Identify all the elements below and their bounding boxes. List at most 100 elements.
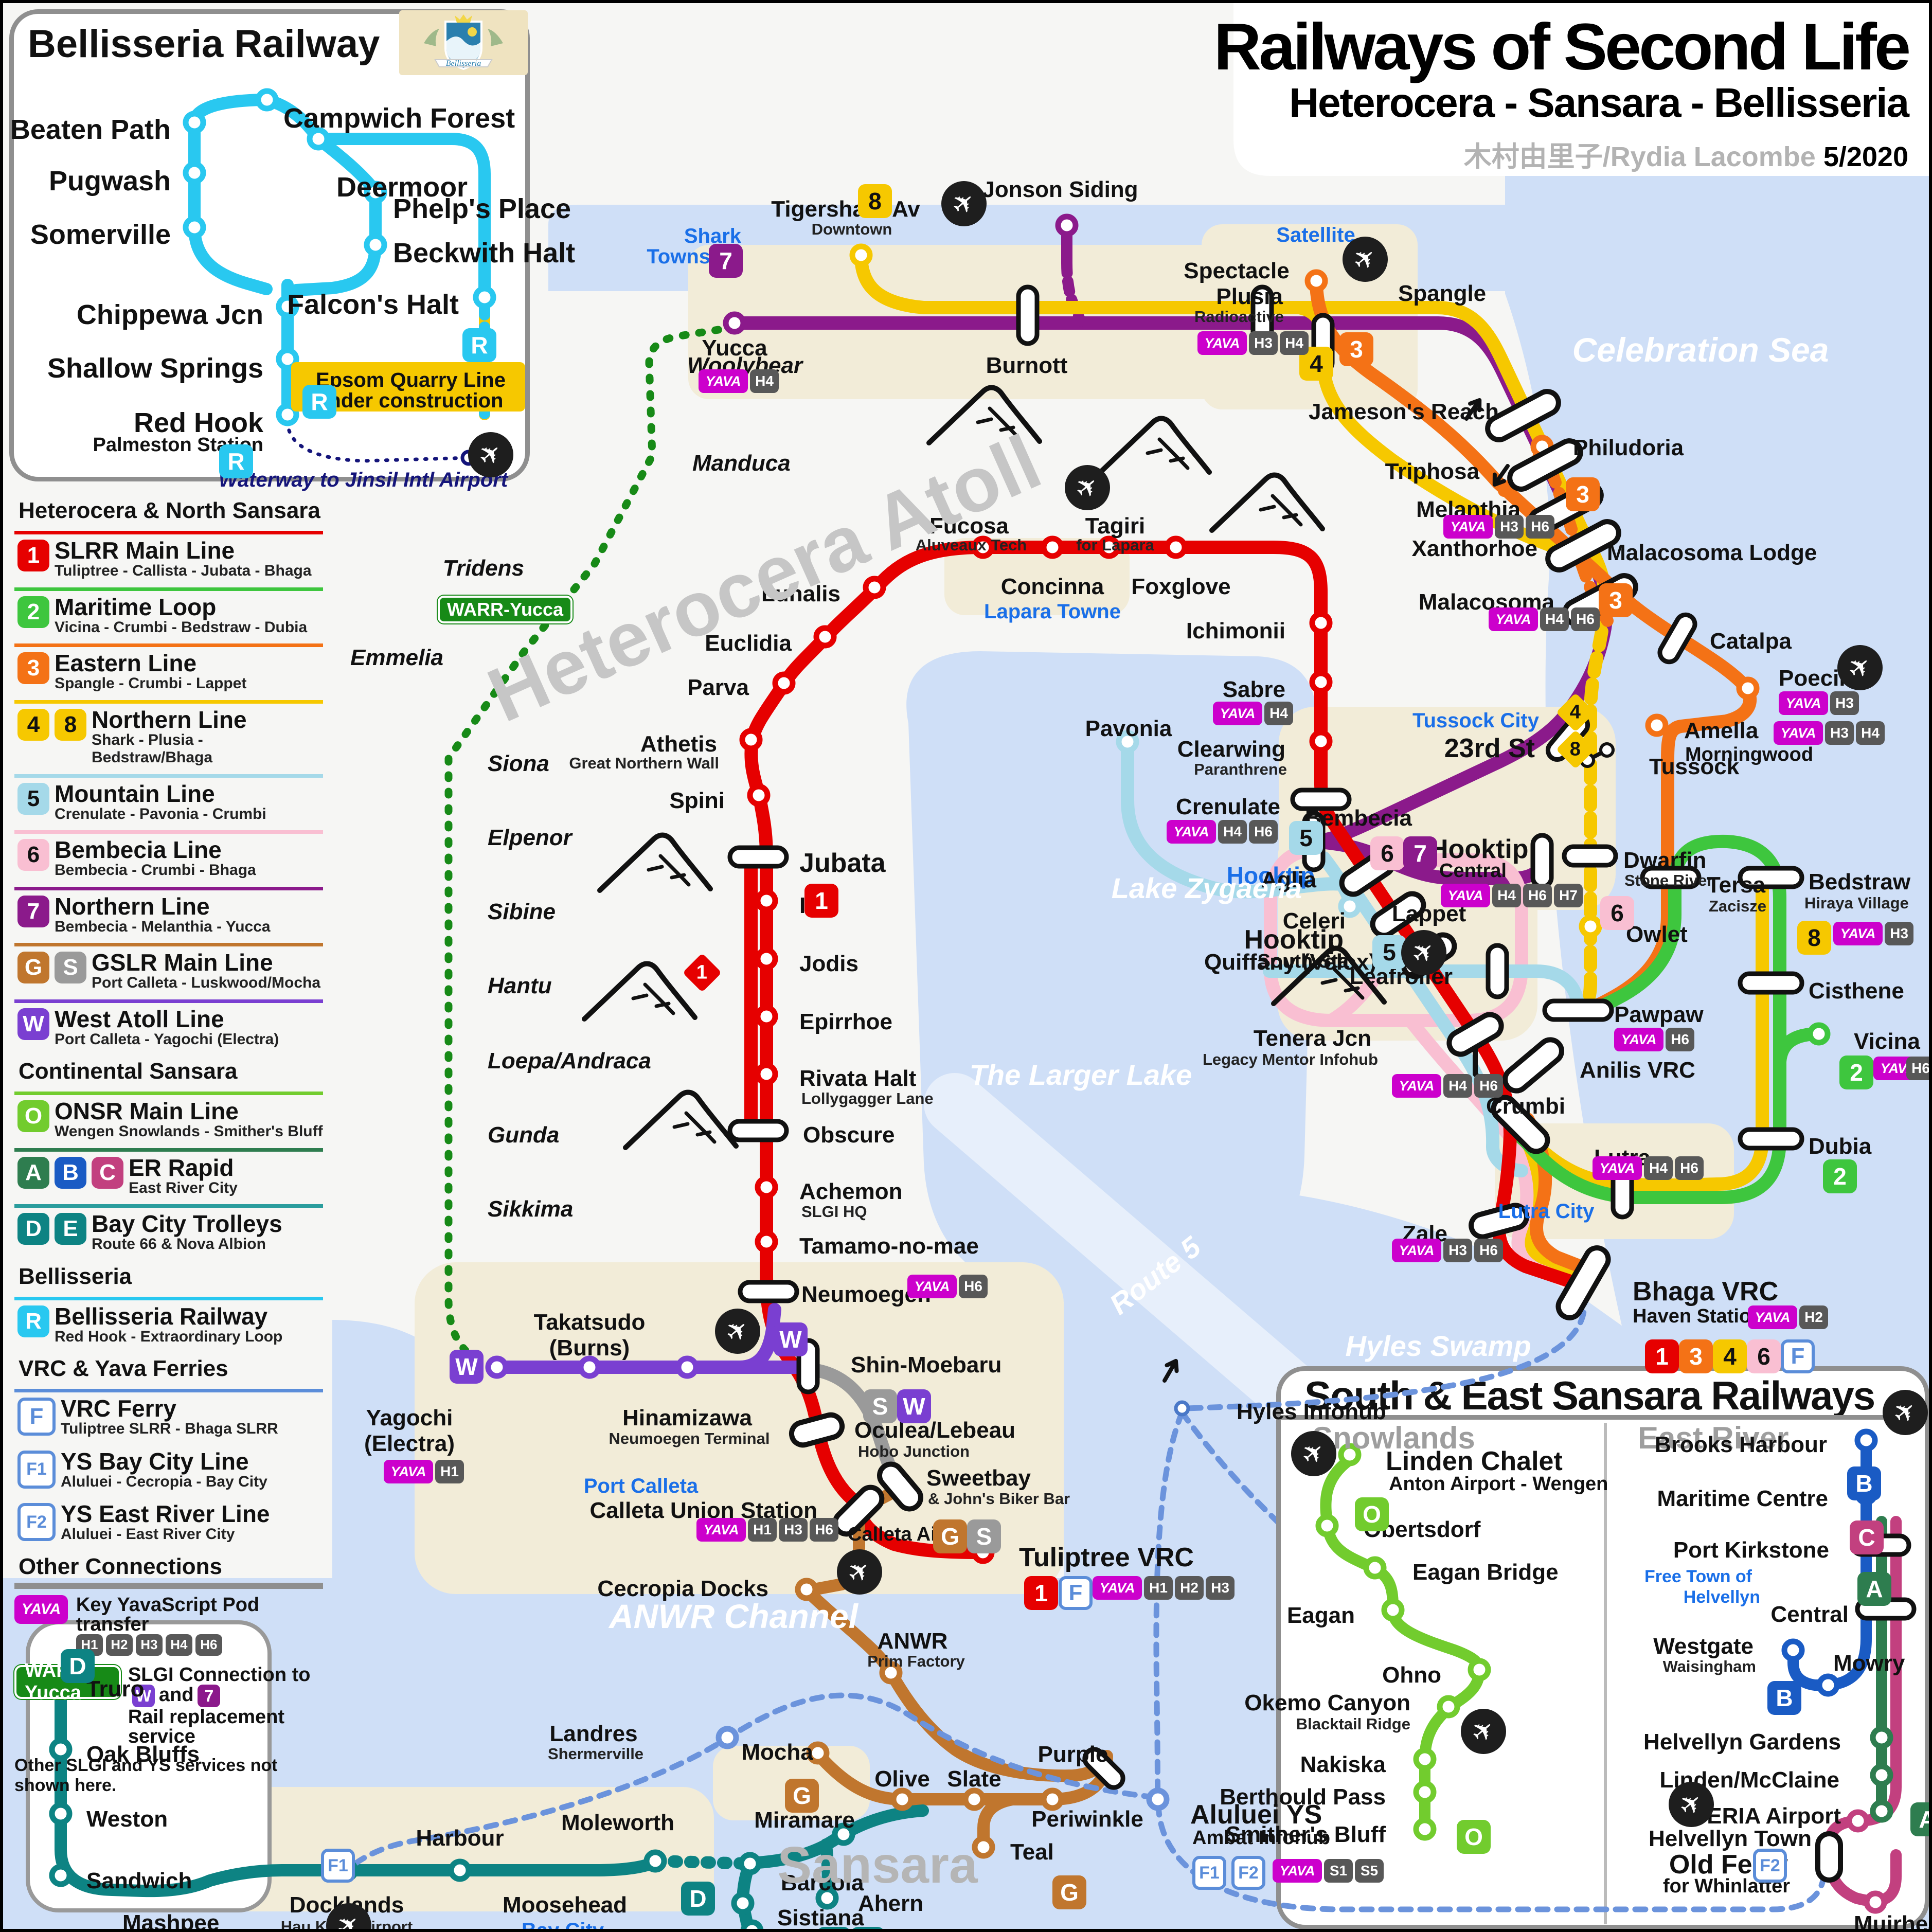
airplane-glyph: ✈ [945, 185, 982, 223]
map-label: Tridens [442, 556, 524, 581]
legend-badge-O: O [17, 1100, 49, 1132]
map-label: Tigershark Av [771, 196, 920, 222]
pod-chip-H6: H6 [1675, 1156, 1704, 1180]
legend-line-rule [14, 1148, 323, 1152]
station-marker [1413, 1747, 1437, 1771]
airport-icon: ✈ [1401, 930, 1446, 975]
line-badge-6: 6 [1370, 836, 1404, 870]
rail-line [1061, 257, 1086, 327]
rail-line [1121, 735, 1528, 1177]
map-label: Mocha [741, 1740, 813, 1765]
map-label: Ichimonii [1186, 618, 1285, 643]
interchange-marker [1290, 788, 1352, 811]
interchange-marker [832, 1484, 885, 1537]
legend-badges: W [17, 1008, 49, 1040]
map-label: Haven Station [1633, 1305, 1763, 1327]
rail-line [55, 1668, 929, 1929]
map-label: Periwinkle [1031, 1806, 1143, 1832]
map-label: Linden Chalet [1386, 1446, 1563, 1476]
line-badge-G: G [1052, 1875, 1086, 1909]
line-badge-8: 8 [1797, 921, 1831, 955]
airplane-glyph: ✈ [719, 1312, 756, 1350]
yava-badge: YAVA [1213, 702, 1262, 725]
line-badge-A: A [1857, 1572, 1891, 1606]
map-label: Maritime Centre [1657, 1486, 1828, 1511]
interchange-marker [1640, 866, 1702, 889]
map-label: Weston [86, 1806, 168, 1832]
legend-badges: 2 [17, 596, 49, 628]
map-label: Shallow Springs [47, 353, 263, 384]
map-label: Dubia [1809, 1134, 1872, 1159]
legend-line-rule [14, 587, 323, 591]
yava-badge: YAVA [14, 1595, 68, 1624]
mountain-icon [1096, 416, 1212, 476]
legend-line-rule [14, 1296, 323, 1300]
interchange-marker [1657, 612, 1697, 665]
map-label: Moleworth [561, 1810, 674, 1835]
mountain-ridge [1209, 472, 1325, 533]
map-label: Lake Zygaena [1111, 872, 1302, 904]
station-marker [49, 1802, 73, 1826]
pod-chip-H7: H7 [1554, 884, 1583, 907]
line-badge-5: 5 [1372, 935, 1406, 969]
pod-chip-H6: H6 [1666, 1028, 1694, 1051]
interchange-marker [727, 1119, 789, 1142]
map-label: Port Calleta [583, 1475, 699, 1497]
station-marker [364, 233, 387, 257]
airplane-glyph: ✈ [472, 436, 509, 474]
interchange-marker [789, 1412, 845, 1448]
legend-badge-F2: F2 [17, 1503, 56, 1541]
pod-chip-H3: H3 [1825, 721, 1854, 745]
pod-chip-H4: H4 [1856, 721, 1885, 745]
pod-chip-H4: H4 [1540, 607, 1569, 631]
yava-badge: YAVA [1774, 721, 1823, 745]
crest-shield-icon: Bellisseria [424, 14, 503, 70]
map-label: Luna [774, 1925, 828, 1929]
map-label: Jodis [799, 951, 858, 976]
pod-chip-H3: H3 [1206, 1576, 1235, 1600]
map-label: Hantu [488, 973, 552, 998]
map-label: Mowry [1833, 1651, 1905, 1676]
map-label: Ahern [858, 1891, 924, 1916]
pod-chip-H4: H4 [1492, 884, 1521, 907]
station-marker [1870, 1763, 1893, 1787]
credit-line: 木村由里子/Rydia Lacombe 5/2020 [1214, 134, 1908, 174]
pod-chip-S5: S5 [1355, 1859, 1384, 1883]
map-label: Lollygagger Lane [801, 1089, 934, 1107]
legend-item-name: YS East River Line [61, 1500, 270, 1527]
legend-badge-G: G [17, 952, 49, 983]
warr-yucca-badge: WARR-Yucca [438, 596, 573, 623]
line-badge-3: 3 [1599, 583, 1633, 617]
station-marker [813, 625, 837, 649]
se-inset-title: South & East Sansara Railways [1304, 1373, 1875, 1418]
rail-line [444, 323, 739, 1371]
map-label: Epirrhoe [799, 1009, 892, 1034]
legend-item-sub: Spangle - Crumbi - Lappet [55, 675, 247, 692]
mountain-detail [1320, 967, 1365, 1000]
map-label: Takatsudo [533, 1310, 646, 1335]
map-label: Epsom Quarry Line [316, 369, 506, 391]
map-label: Port Kirkstone [1673, 1537, 1829, 1563]
line-badge-1: 1 [1024, 1576, 1058, 1610]
map-label: Ohno [1382, 1662, 1441, 1688]
station-marker [755, 1175, 778, 1199]
map-label: Sweetbay [926, 1465, 1031, 1491]
map-label: Hyles Swamp [1345, 1330, 1531, 1362]
map-label: Yucca [702, 335, 767, 361]
legend-item-name: SLRR Main Line [55, 537, 235, 564]
map-label: Pawpaw [1614, 1002, 1704, 1027]
station-marker [1041, 1787, 1064, 1811]
mountain-ridge [926, 385, 1042, 445]
pod-chip-H3: H3 [1830, 691, 1859, 715]
map-label: Tersa [1707, 872, 1766, 898]
pod-chip-H3: H3 [779, 1518, 808, 1542]
